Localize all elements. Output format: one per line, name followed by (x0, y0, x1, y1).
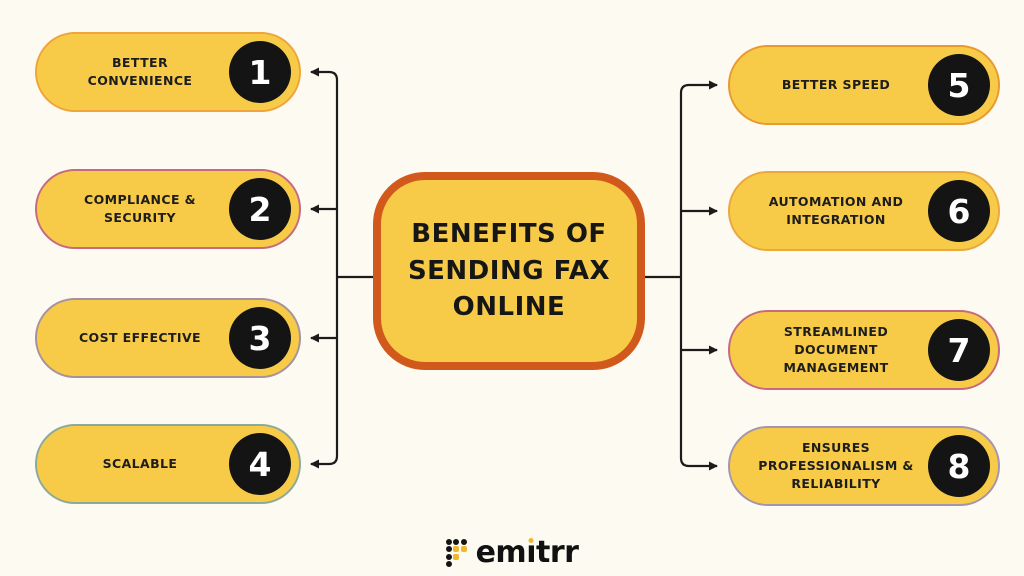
number-badge: 2 (229, 178, 291, 240)
benefit-label: ENSURES PROFESSIONALISM & RELIABILITY (758, 439, 914, 492)
number-badge: 5 (928, 54, 990, 116)
page-title: BENEFITS OF SENDING FAX ONLINE (407, 219, 611, 323)
benefit-pill-7: STREAMLINED DOCUMENT MANAGEMENT 7 (728, 310, 1000, 390)
logo-text-pre: em (475, 535, 527, 570)
benefit-label: STREAMLINED DOCUMENT MANAGEMENT (783, 323, 889, 376)
number-badge: 3 (229, 307, 291, 369)
benefit-pill-4: SCALABLE 4 (35, 424, 301, 504)
emitrr-logo-icon (445, 538, 467, 568)
emitrr-logo: emıtrr (0, 538, 1024, 568)
benefit-pill-3: COST EFFECTIVE 3 (35, 298, 301, 378)
right-branch-8-arrow (679, 277, 718, 471)
logo-text-i: ı (526, 535, 536, 570)
number-badge: 1 (229, 41, 291, 103)
benefit-label: COMPLIANCE & SECURITY (84, 191, 196, 225)
benefit-label: BETTER SPEED (781, 76, 891, 92)
number-badge: 7 (928, 319, 990, 381)
benefit-pill-1: BETTER CONVENIENCE 1 (35, 32, 301, 112)
benefit-label: SCALABLE (102, 455, 178, 471)
benefit-pill-5: BETTER SPEED 5 (728, 45, 1000, 125)
benefit-pill-2: COMPLIANCE & SECURITY 2 (35, 169, 301, 249)
benefit-label: COST EFFECTIVE (78, 329, 201, 345)
central-topic-box: BENEFITS OF SENDING FAX ONLINE (373, 172, 645, 370)
logo-text-post: trr (535, 535, 579, 570)
left-branch-1-arrow (310, 67, 339, 277)
benefit-pill-6: AUTOMATION AND INTEGRATION 6 (728, 171, 1000, 251)
benefit-label: BETTER CONVENIENCE (87, 54, 193, 88)
benefit-label: AUTOMATION AND INTEGRATION (768, 193, 904, 227)
emitrr-logo-text: emıtrr (476, 538, 579, 568)
number-badge: 4 (229, 433, 291, 495)
number-badge: 8 (928, 435, 990, 497)
number-badge: 6 (928, 180, 990, 242)
left-branch-4-arrow (310, 277, 339, 469)
benefit-pill-8: ENSURES PROFESSIONALISM & RELIABILITY 8 (728, 426, 1000, 506)
right-branch-5-arrow (679, 80, 718, 277)
